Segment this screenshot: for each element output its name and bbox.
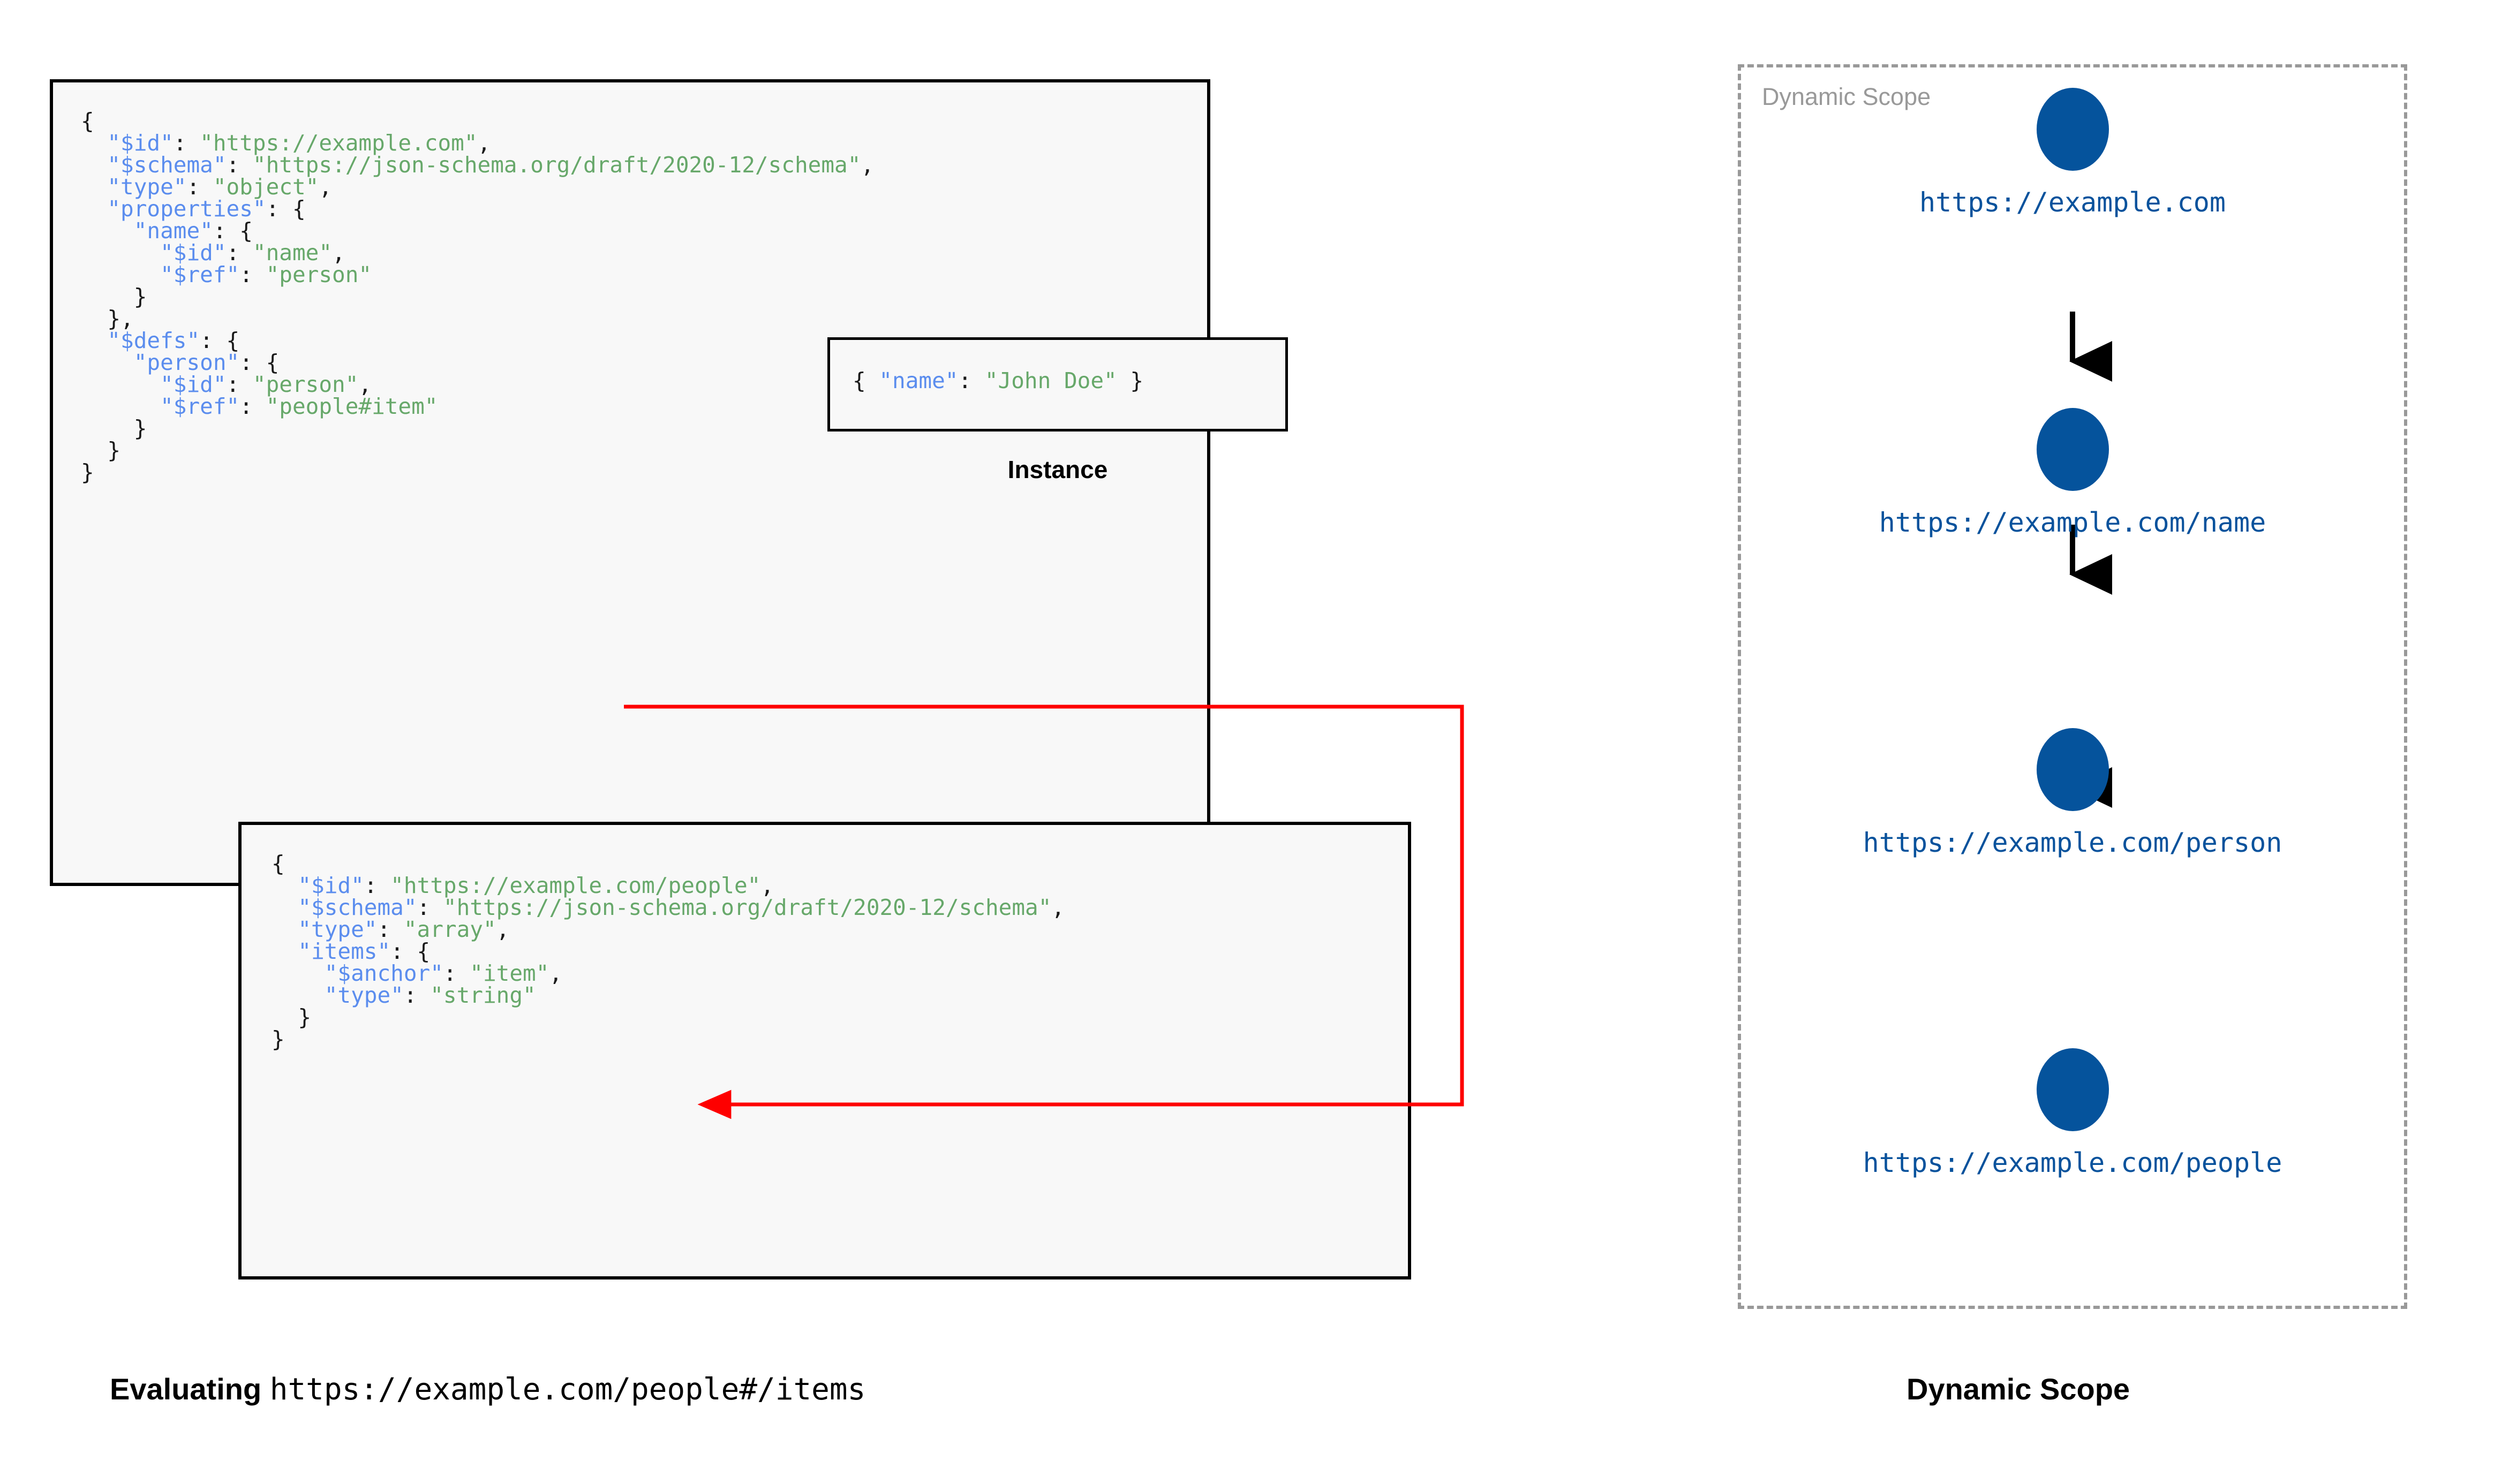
scope-node-label: https://example.com/people [1863, 1147, 2282, 1178]
people-schema-code: { "$id": "https://example.com/people", "… [272, 851, 1065, 1052]
scope-node-3: https://example.com/person [1738, 728, 2407, 858]
scope-node-4: https://example.com/people [1738, 1048, 2407, 1178]
scope-node-circle [2036, 88, 2109, 171]
dynamic-scope-caption: Dynamic Scope [1906, 1372, 2130, 1406]
evaluating-caption-uri: https://example.com/people#/items [269, 1372, 866, 1407]
scope-node-circle [2036, 1048, 2109, 1131]
instance-box: { "name": "John Doe" } [827, 337, 1288, 431]
dynamic-scope-panel [1738, 64, 2407, 1309]
evaluating-caption-prefix: Evaluating [110, 1372, 270, 1406]
scope-node-label: https://example.com [1919, 187, 2226, 218]
people-schema-box: { "$id": "https://example.com/people", "… [238, 822, 1411, 1279]
instance-code: { "name": "John Doe" } [853, 368, 1144, 393]
scope-node-2: https://example.com/name [1738, 408, 2407, 538]
scope-node-circle [2036, 728, 2109, 811]
scope-node-circle [2036, 408, 2109, 491]
scope-node-label: https://example.com/name [1879, 507, 2266, 538]
scope-node-1: https://example.com [1738, 88, 2407, 218]
root-schema-code: { "$id": "https://example.com", "$schema… [81, 108, 875, 485]
scope-node-label: https://example.com/person [1863, 827, 2282, 858]
instance-caption: Instance [1007, 456, 1108, 483]
dynamic-scope-title: Dynamic Scope [1762, 83, 1931, 110]
evaluating-caption: Evaluating https://example.com/people#/i… [110, 1372, 865, 1407]
